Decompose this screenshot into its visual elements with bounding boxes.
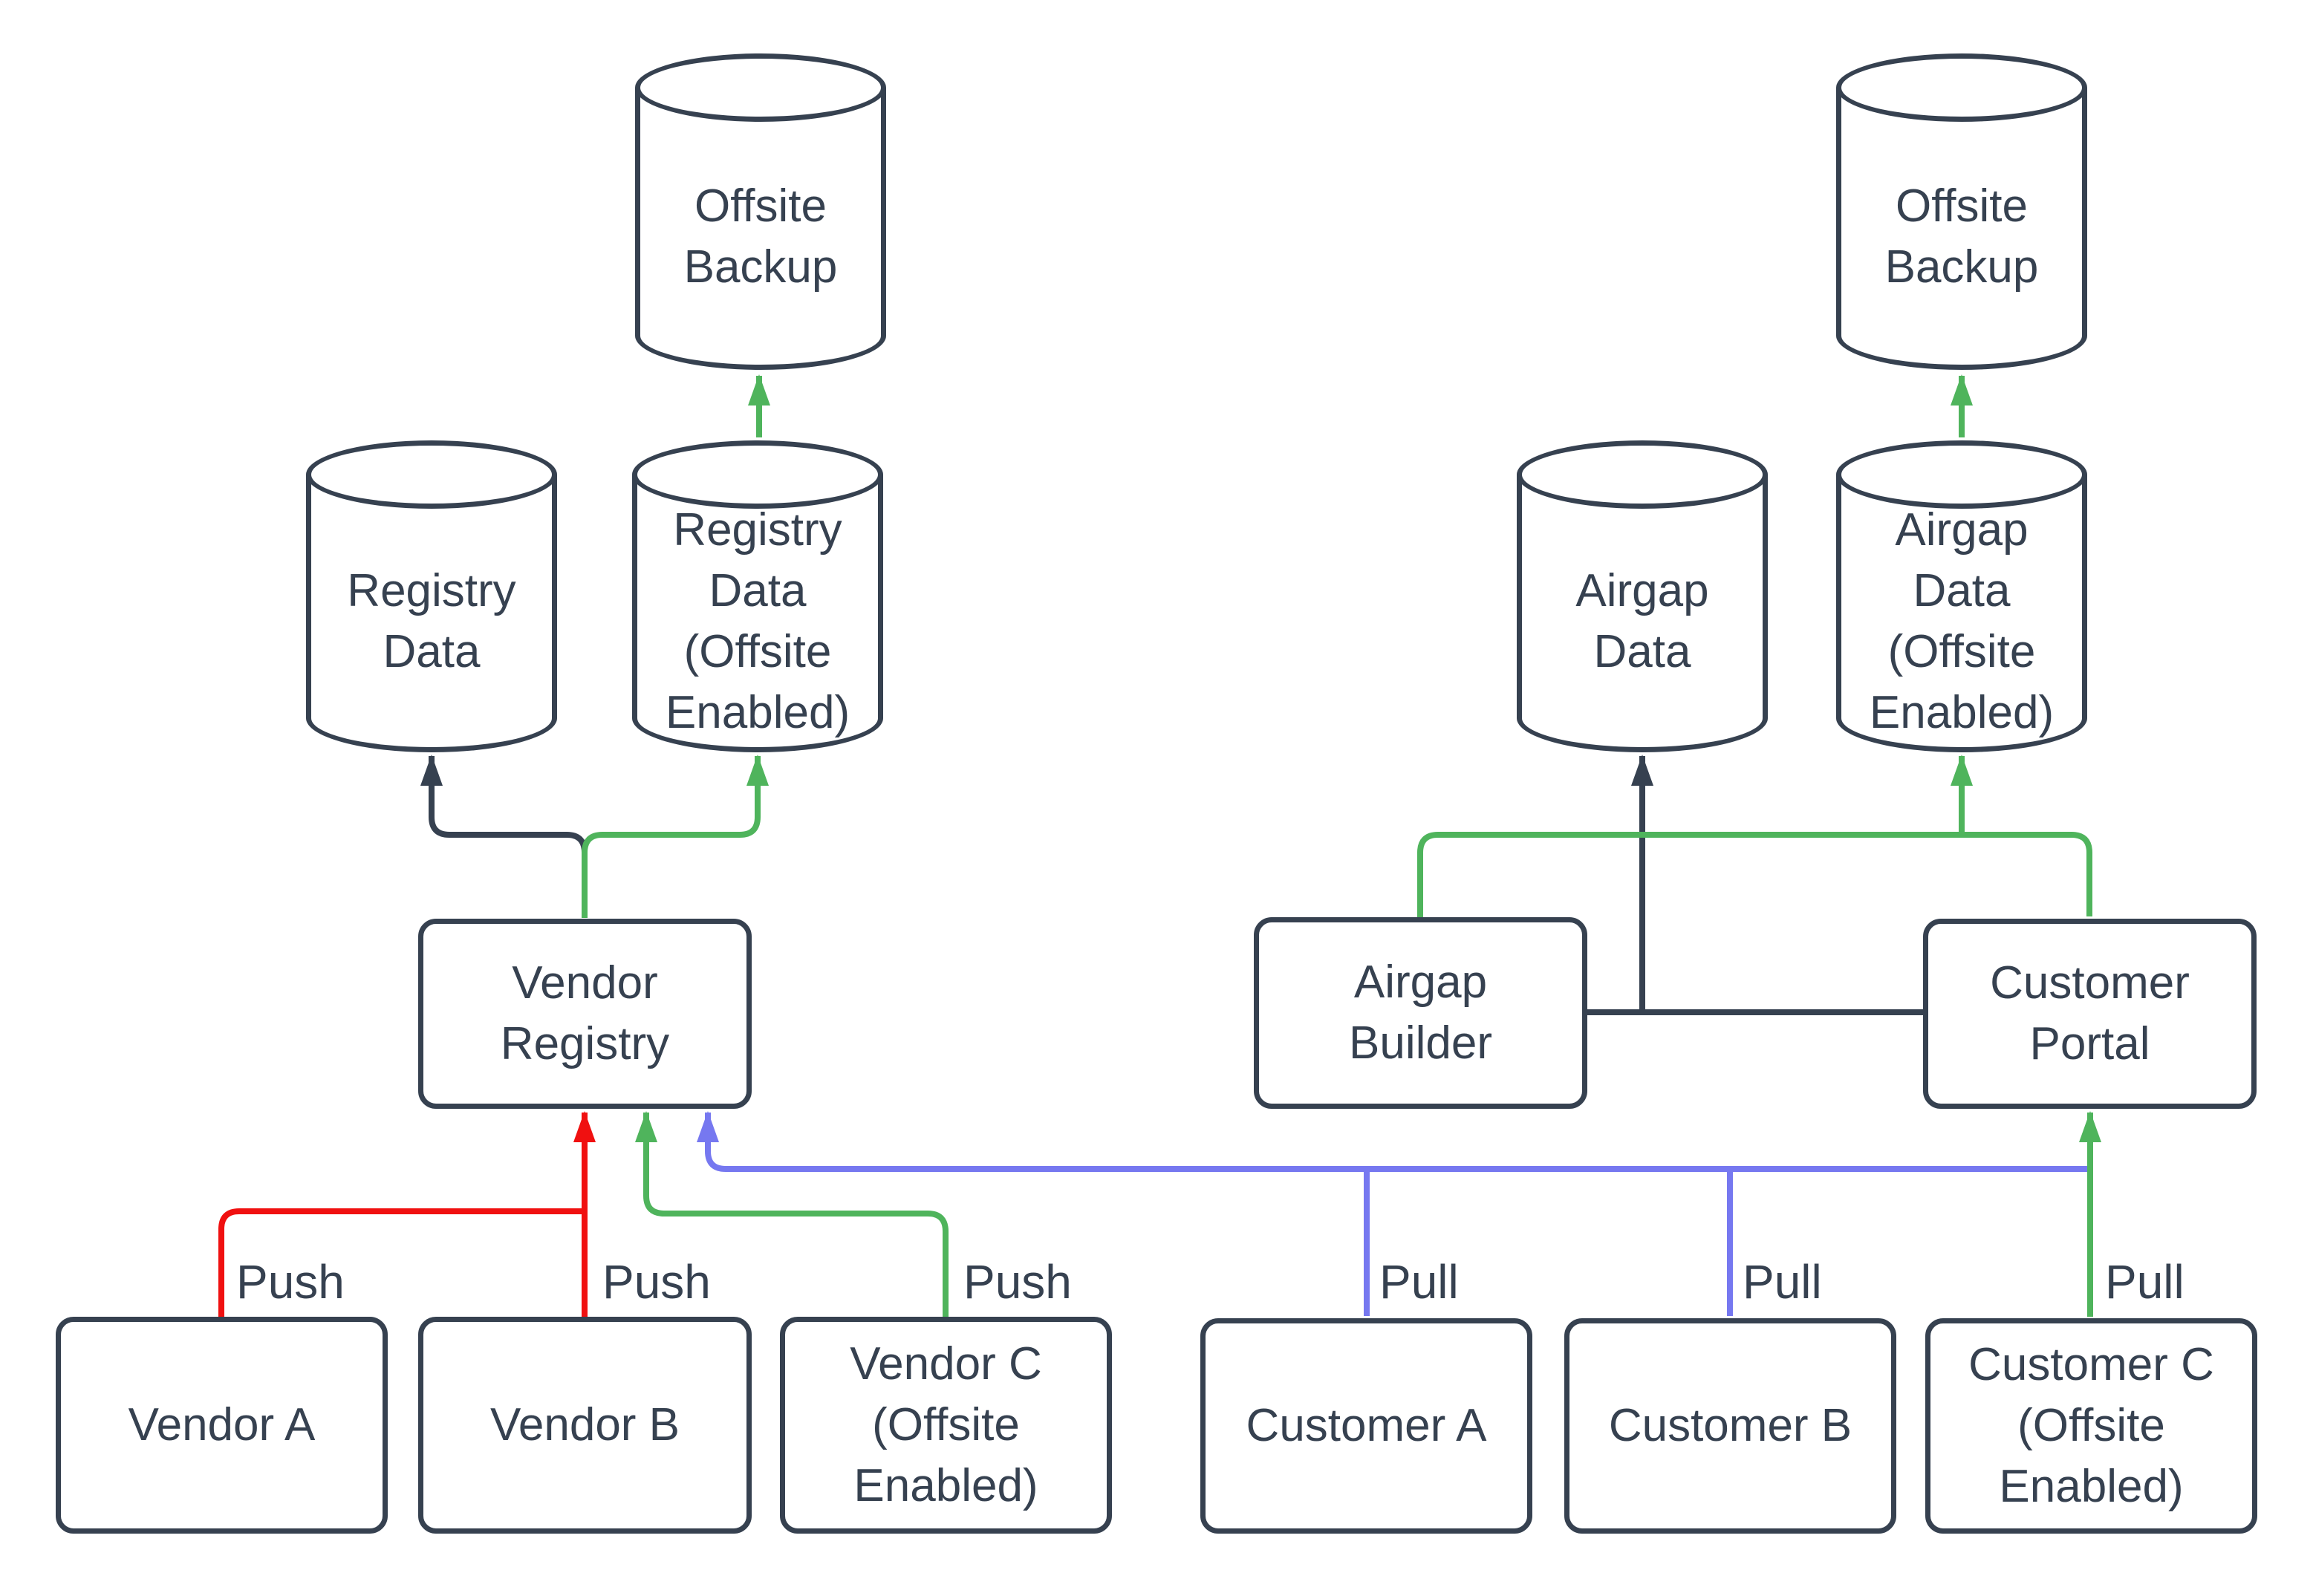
db-offsite-backup-left-body xyxy=(635,88,886,370)
db-offsite-backup-right-label: Offsite Backup xyxy=(1884,180,2039,293)
db-offsite-backup-left: Offsite Backup xyxy=(635,53,886,370)
db-offsite-backup-right-body xyxy=(1836,88,2087,370)
edge-push-vendor-a xyxy=(218,1208,585,1317)
db-registry-data-offsite: Registry Data (Offsite Enabled) xyxy=(632,440,883,752)
edge-label-pull-customer-a: Pull xyxy=(1376,1257,1462,1307)
db-registry-data-label: Registry Data xyxy=(347,565,516,677)
edge-label-pull-customer-b: Pull xyxy=(1740,1257,1825,1307)
node-customer-portal: Customer Portal xyxy=(1923,919,2257,1109)
edge-label-pull-customer-c: Pull xyxy=(2102,1257,2187,1307)
edge-label-push-vendor-b: Push xyxy=(599,1257,714,1307)
node-customer-c: Customer C (Offsite Enabled) xyxy=(1925,1318,2257,1534)
db-offsite-backup-left-label: Offsite Backup xyxy=(683,180,838,293)
node-vendor-registry: Vendor Registry xyxy=(418,919,752,1109)
db-registry-data-body xyxy=(306,475,557,752)
db-airgap-data-offsite-top xyxy=(1836,440,2087,509)
db-registry-data-offsite-top xyxy=(632,440,883,509)
db-registry-data-top xyxy=(306,440,557,509)
edge-vendor-registry-to-registry-data xyxy=(420,755,588,918)
edge-push-vendor-c xyxy=(635,1111,949,1317)
node-vendor-b: Vendor B xyxy=(418,1317,752,1534)
node-airgap-builder: Airgap Builder xyxy=(1254,917,1587,1109)
db-airgap-data-offsite-label: Airgap Data (Offsite Enabled) xyxy=(1869,504,2055,738)
db-airgap-data-top xyxy=(1517,440,1768,509)
db-offsite-backup-left-top xyxy=(635,53,886,122)
edge-vendor-registry-to-registry-data-offsite xyxy=(582,755,769,918)
edge-label-push-vendor-c: Push xyxy=(960,1257,1075,1307)
node-vendor-c: Vendor C (Offsite Enabled) xyxy=(780,1317,1112,1534)
db-airgap-data: Airgap Data xyxy=(1517,440,1768,752)
db-registry-data-offsite-body xyxy=(632,475,883,752)
edge-label-push-vendor-a: Push xyxy=(233,1257,348,1307)
db-registry-data: Registry Data xyxy=(306,440,557,752)
node-customer-a: Customer A xyxy=(1200,1318,1532,1534)
db-airgap-data-offsite: Airgap Data (Offsite Enabled) xyxy=(1836,440,2087,752)
node-customer-b: Customer B xyxy=(1564,1318,1896,1534)
db-offsite-backup-right: Offsite Backup xyxy=(1836,53,2087,370)
db-airgap-data-offsite-body xyxy=(1836,475,2087,752)
db-airgap-data-label: Airgap Data xyxy=(1575,565,1709,677)
edge-builder-portal-green-trunk xyxy=(1417,832,2092,917)
edge-pull-trunk-to-vendor-registry xyxy=(697,1111,2089,1172)
db-offsite-backup-right-top xyxy=(1836,53,2087,122)
node-vendor-a: Vendor A xyxy=(56,1317,388,1534)
db-registry-data-offsite-label: Registry Data (Offsite Enabled) xyxy=(665,504,850,738)
db-airgap-data-body xyxy=(1517,475,1768,752)
